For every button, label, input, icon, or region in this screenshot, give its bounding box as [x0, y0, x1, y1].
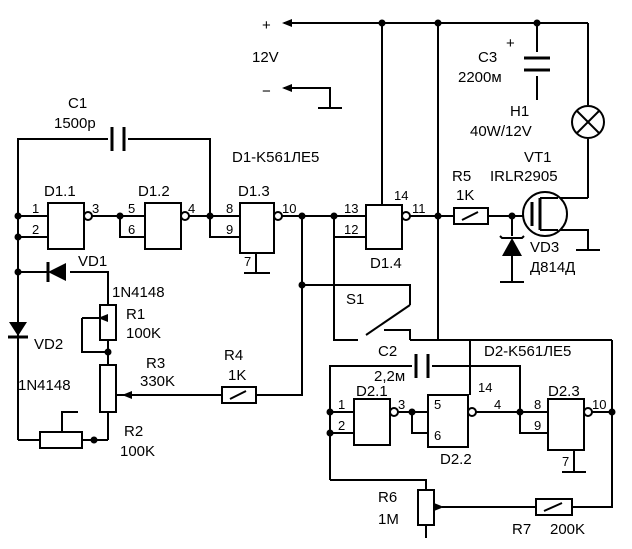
pin-label: 14	[478, 380, 492, 395]
pin-label: 6	[434, 428, 441, 443]
vd1-value: 1N4148	[112, 284, 165, 301]
s1-name: S1	[346, 291, 364, 308]
pin-label: 5	[434, 397, 441, 412]
transistor-vt1	[522, 191, 568, 237]
c3-name: C3	[478, 49, 497, 66]
gate-d1-3-name: D1.3	[238, 183, 270, 200]
r3-name: R3	[146, 355, 165, 372]
pin-label: 5	[128, 201, 135, 216]
pin-label: 10	[592, 397, 606, 412]
pin-label: 8	[534, 397, 541, 412]
r2-name: R2	[124, 423, 143, 440]
c1-name: C1	[68, 95, 87, 112]
r1-value: 100K	[126, 325, 161, 342]
r5-name: R5	[452, 168, 471, 185]
gate-d2-2-name: D2.2	[440, 451, 472, 468]
resistor-r5	[453, 207, 489, 225]
pin-label: 1	[338, 397, 345, 412]
r6-value: 1M	[378, 511, 399, 528]
gate-d2-2	[427, 394, 477, 448]
c3-value: 2200м	[458, 69, 502, 86]
gate-d1-4	[365, 204, 411, 250]
c1-value: 1500p	[54, 115, 96, 132]
vd1-name: VD1	[78, 253, 107, 270]
gate-d1-1	[47, 202, 93, 250]
vd2-name: VD2	[34, 336, 63, 353]
gate-d2-1-name: D2.1	[356, 383, 388, 400]
c2-name: C2	[378, 343, 397, 360]
gate-d1-4-name: D1.4	[370, 255, 402, 272]
pin-label: 13	[344, 201, 358, 216]
pin-label: 14	[394, 188, 408, 203]
r7-value: 200K	[550, 521, 585, 538]
gate-d1-2	[144, 202, 190, 250]
pin-label: 6	[128, 222, 135, 237]
resistor-r2	[39, 431, 83, 449]
capacitor-c3	[524, 56, 550, 72]
vd2-value: 1N4148	[18, 377, 71, 394]
d1-chip-label: D1-K561ЛЕ5	[232, 149, 319, 166]
vd3-name: VD3	[530, 239, 559, 256]
pin-label: 2	[32, 222, 39, 237]
r7-name: R7	[512, 521, 531, 538]
pin-label: 9	[534, 418, 541, 433]
pin-label: 10	[282, 201, 296, 216]
capacitor-c1	[110, 127, 126, 151]
zener-vd3	[499, 235, 525, 256]
gate-d1-1-name: D1.1	[44, 183, 76, 200]
gate-d1-3	[239, 202, 283, 254]
power-plus-label: +	[262, 17, 271, 34]
lamp-h1	[571, 105, 605, 139]
r6-name: R6	[378, 489, 397, 506]
pin-label: 11	[412, 201, 426, 216]
pin-label: 12	[344, 222, 358, 237]
resistor-r1	[82, 304, 117, 341]
resistor-r6	[417, 489, 435, 526]
gate-d2-3-name: D2.3	[548, 383, 580, 400]
pin-label: 3	[92, 201, 99, 216]
gate-d2-3	[547, 398, 593, 451]
diode-vd1	[46, 262, 66, 282]
r2-value: 100K	[120, 443, 155, 460]
pin-label: 7	[244, 254, 251, 269]
pin-label: 7	[562, 454, 569, 469]
r4-value: 1K	[228, 367, 246, 384]
vt1-value: IRLR2905	[490, 168, 558, 185]
wiring	[17, 19, 613, 538]
pin-label: 8	[226, 201, 233, 216]
power-voltage-label: 12V	[252, 49, 279, 66]
resistor-r4	[221, 386, 257, 404]
resistor-r7	[535, 498, 573, 516]
diode-vd2	[8, 322, 28, 339]
r4-name: R4	[224, 347, 243, 364]
c3-polarity: +	[506, 35, 515, 52]
pin-label: 3	[398, 397, 405, 412]
junctions	[14, 19, 616, 444]
pin-label: 4	[188, 201, 195, 216]
r3-value: 330K	[140, 373, 175, 390]
pin-label: 4	[494, 397, 501, 412]
d2-chip-label: D2-K561ЛЕ5	[484, 343, 571, 360]
r5-value: 1K	[456, 187, 474, 204]
c2-value: 2,2м	[374, 368, 405, 385]
pin-label: 9	[226, 222, 233, 237]
power-minus-label: −	[262, 83, 271, 100]
h1-value: 40W/12V	[470, 123, 532, 140]
vd3-value: Д814Д	[530, 259, 575, 276]
capacitor-c2	[414, 354, 430, 378]
r1-name: R1	[126, 306, 145, 323]
resistor-r3	[99, 364, 124, 413]
h1-name: H1	[510, 103, 529, 120]
pin-label: 1	[32, 201, 39, 216]
gate-d2-1	[353, 398, 399, 446]
pin-label: 2	[338, 418, 345, 433]
vt1-name: VT1	[524, 149, 552, 166]
gate-d1-2-name: D1.2	[138, 183, 170, 200]
